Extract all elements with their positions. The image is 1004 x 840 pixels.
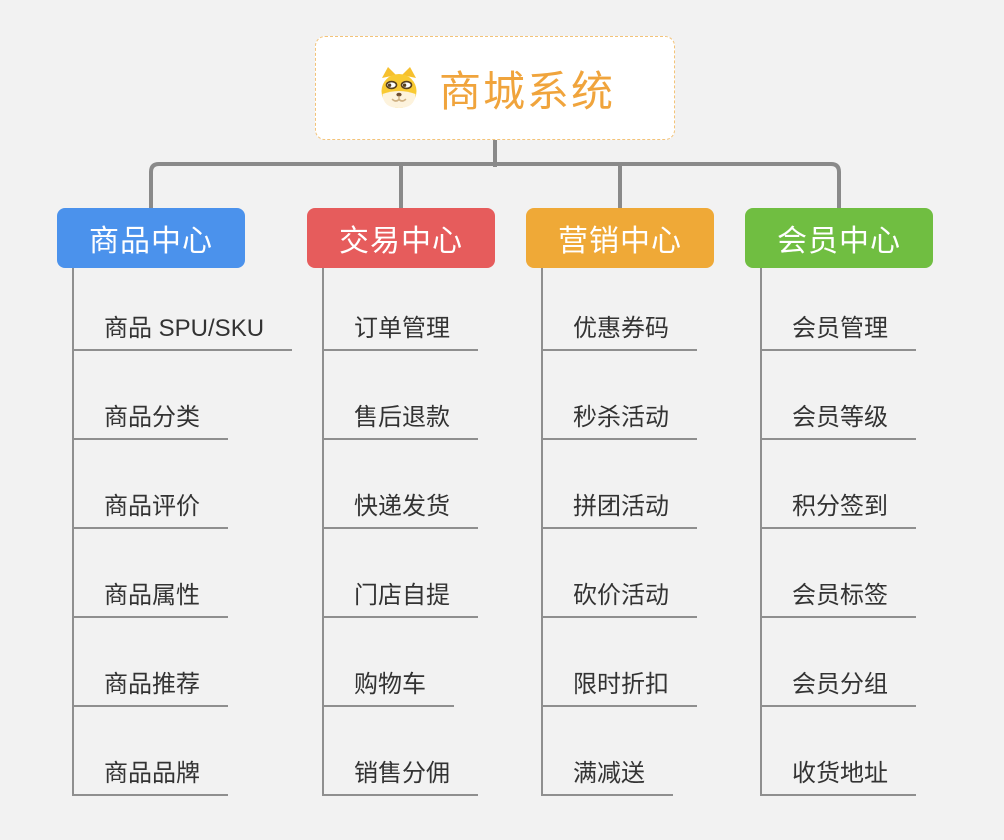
leaf-slot: 收货地址	[762, 707, 995, 796]
leaf-node[interactable]: 商品推荐	[74, 664, 228, 707]
branch-2: 交易中心 订单管理售后退款快递发货门店自提购物车销售分佣	[307, 208, 557, 796]
leaf-list: 订单管理售后退款快递发货门店自提购物车销售分佣	[322, 268, 557, 796]
branch-1: 商品中心 商品 SPU/SKU 商品分类商品评价商品属性商品推荐商品品牌	[57, 208, 307, 796]
leaf-list: 商品 SPU/SKU 商品分类商品评价商品属性商品推荐商品品牌	[72, 268, 307, 796]
branch-head-3[interactable]: 营销中心	[526, 208, 714, 268]
leaf-node[interactable]: 门店自提	[324, 575, 478, 618]
branch-head-4[interactable]: 会员中心	[745, 208, 933, 268]
leaf-node[interactable]: 会员标签	[762, 575, 916, 618]
leaf-node[interactable]: 秒杀活动	[543, 397, 697, 440]
root-node[interactable]: 商城系统	[315, 36, 675, 140]
leaf-slot: 购物车	[324, 618, 557, 707]
leaf-slot: 商品 SPU/SKU	[74, 268, 307, 351]
leaf-node[interactable]: 商品评价	[74, 486, 228, 529]
leaf-slot: 商品属性	[74, 529, 307, 618]
leaf-node[interactable]: 会员分组	[762, 664, 916, 707]
leaf-slot: 积分签到	[762, 440, 995, 529]
leaf-slot: 会员标签	[762, 529, 995, 618]
leaf-node[interactable]: 优惠券码	[543, 308, 697, 351]
leaf-slot: 秒杀活动	[543, 351, 776, 440]
leaf-slot: 砍价活动	[543, 529, 776, 618]
leaf-node[interactable]: 商品属性	[74, 575, 228, 618]
shiba-dog-icon	[381, 67, 417, 108]
branch-head-1[interactable]: 商品中心	[57, 208, 245, 268]
leaf-list: 优惠券码秒杀活动拼团活动砍价活动限时折扣满减送	[541, 268, 776, 796]
leaf-slot: 订单管理	[324, 268, 557, 351]
leaf-node[interactable]: 会员管理	[762, 308, 916, 351]
leaf-slot: 快递发货	[324, 440, 557, 529]
leaf-slot: 会员管理	[762, 268, 995, 351]
leaf-slot: 销售分佣	[324, 707, 557, 796]
leaf-slot: 售后退款	[324, 351, 557, 440]
leaf-node[interactable]: 订单管理	[324, 308, 478, 351]
branch-head-2[interactable]: 交易中心	[307, 208, 495, 268]
leaf-node[interactable]: 销售分佣	[324, 753, 478, 796]
leaf-slot: 商品品牌	[74, 707, 307, 796]
branch-4: 会员中心 会员管理会员等级积分签到会员标签会员分组收货地址	[745, 208, 995, 796]
leaf-slot: 会员分组	[762, 618, 995, 707]
leaf-list: 会员管理会员等级积分签到会员标签会员分组收货地址	[760, 268, 995, 796]
leaf-slot: 满减送	[543, 707, 776, 796]
leaf-slot: 优惠券码	[543, 268, 776, 351]
leaf-node[interactable]: 会员等级	[762, 397, 916, 440]
leaf-node[interactable]: 商品分类	[74, 397, 228, 440]
leaf-node[interactable]: 积分签到	[762, 486, 916, 529]
leaf-node[interactable]: 售后退款	[324, 397, 478, 440]
leaf-node[interactable]: 购物车	[324, 664, 454, 707]
leaf-node[interactable]: 限时折扣	[543, 664, 697, 707]
leaf-slot: 会员等级	[762, 351, 995, 440]
leaf-node[interactable]: 拼团活动	[543, 486, 697, 529]
leaf-node[interactable]: 商品品牌	[74, 753, 228, 796]
leaf-slot: 拼团活动	[543, 440, 776, 529]
leaf-node[interactable]: 商品 SPU/SKU	[74, 308, 293, 351]
root-node-title: 商城系统	[438, 67, 615, 115]
leaf-node[interactable]: 快递发货	[324, 486, 478, 529]
leaf-slot: 门店自提	[324, 529, 557, 618]
leaf-slot: 商品评价	[74, 440, 307, 529]
leaf-slot: 限时折扣	[543, 618, 776, 707]
leaf-slot: 商品推荐	[74, 618, 307, 707]
leaf-node[interactable]: 砍价活动	[543, 575, 697, 618]
leaf-node[interactable]: 收货地址	[762, 753, 916, 796]
leaf-node[interactable]: 满减送	[543, 753, 673, 796]
branch-3: 营销中心 优惠券码秒杀活动拼团活动砍价活动限时折扣满减送	[526, 208, 776, 796]
leaf-slot: 商品分类	[74, 351, 307, 440]
